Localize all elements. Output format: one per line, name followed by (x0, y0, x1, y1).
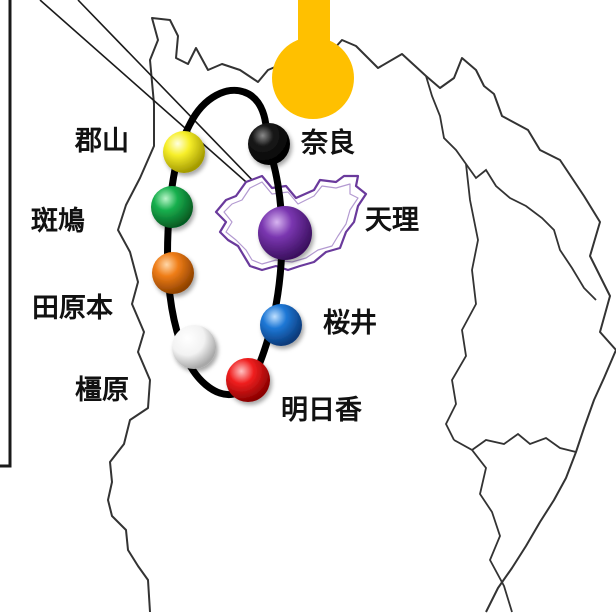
stop-marker-asuka[interactable] (226, 358, 270, 402)
municipal-boundary-3 (453, 439, 513, 613)
label-asuka: 明日香 (281, 395, 362, 426)
label-koriyama: 郡山 (75, 126, 129, 157)
stop-marker-ikaruga[interactable] (151, 186, 193, 228)
label-tawaramoto: 田原本 (32, 293, 113, 324)
callout-line-1 (39, 0, 263, 197)
label-ikaruga: 斑鳩 (31, 206, 85, 237)
stop-marker-tenri[interactable] (258, 206, 312, 260)
label-nara: 奈良 (301, 128, 355, 159)
municipal-boundary-4 (471, 432, 577, 453)
stop-marker-kashihara[interactable] (172, 325, 216, 369)
tenri-city-outline-inner (223, 181, 359, 265)
label-kashihara: 橿原 (75, 375, 129, 406)
stop-marker-nara[interactable] (248, 123, 290, 165)
stop-marker-koriyama[interactable] (163, 131, 205, 173)
inset-panel-border (0, 0, 12, 468)
stop-marker-sakurai[interactable] (260, 304, 302, 346)
label-sakurai: 桜井 (323, 308, 377, 339)
callout-line-2 (77, 0, 259, 187)
prefecture-boundary (107, 17, 616, 613)
label-tenri: 天理 (365, 205, 419, 236)
location-pin-head (272, 37, 354, 119)
municipal-boundary-1 (425, 75, 597, 301)
municipal-boundary-2 (444, 163, 479, 441)
stop-marker-tawaramoto[interactable] (152, 252, 194, 294)
